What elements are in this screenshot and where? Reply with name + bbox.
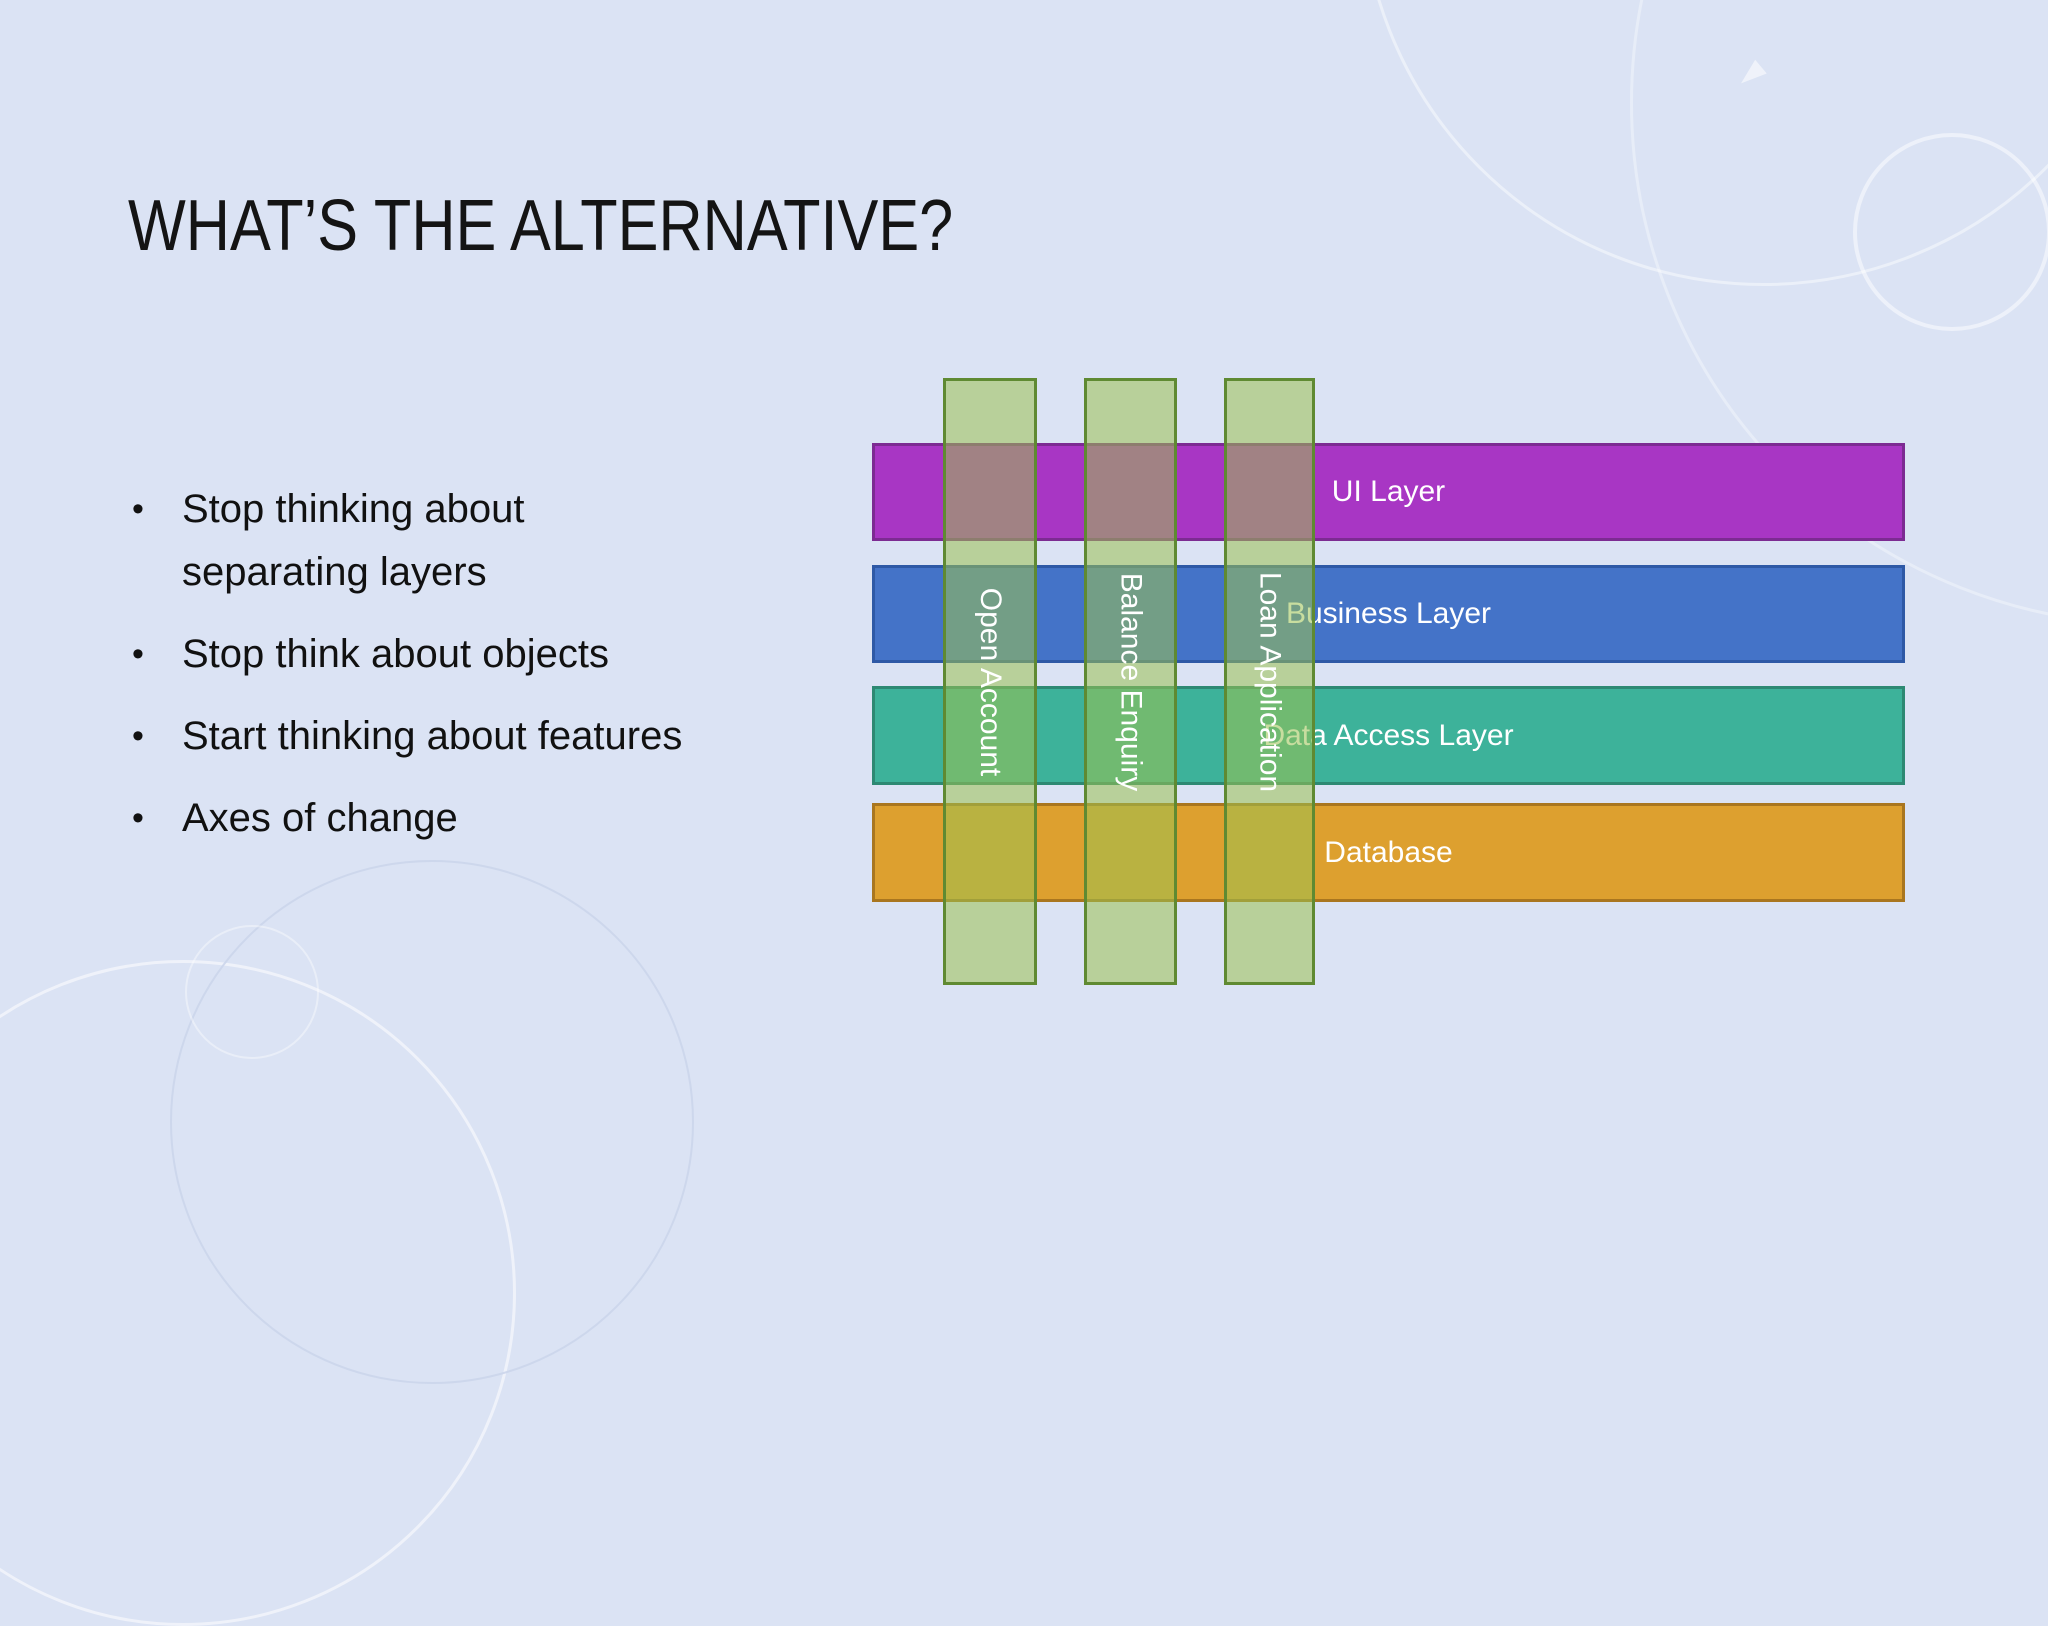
bullet-marker: • — [132, 490, 144, 528]
layer-bar-data-access: Data Access Layer — [872, 686, 1905, 785]
bullet-line: separating layers — [182, 550, 487, 594]
decorative-circle-bottom-left-large — [0, 960, 516, 1626]
decorative-circle-top-right-large — [1360, 0, 2048, 286]
bullet-marker: • — [132, 635, 144, 673]
decorative-triangle-top-right — [1735, 59, 1767, 91]
bullet-item-axes-of-change: • Axes of change — [132, 787, 832, 850]
layers-features-diagram: UI Layer Business Layer Data Access Laye… — [872, 378, 1905, 985]
bullet-line: Start thinking about features — [182, 714, 683, 758]
bullet-marker: • — [132, 717, 144, 755]
layer-bar-ui: UI Layer — [872, 443, 1905, 541]
layer-label-business: Business Layer — [1285, 597, 1492, 630]
layer-bar-business: Business Layer — [872, 565, 1905, 663]
decorative-ring-top-right — [1853, 133, 2048, 331]
bullet-list: • Stop thinking about separating layers … — [132, 478, 832, 869]
bullet-item-features: • Start thinking about features — [132, 705, 832, 768]
feature-bar-loan-application: Loan Application — [1224, 378, 1315, 985]
bullet-line: Axes of change — [182, 796, 458, 840]
bullet-text: Axes of change — [182, 787, 832, 850]
slide-title: WHAT’S THE ALTERNATIVE? — [128, 186, 954, 266]
layer-label-database: Database — [1324, 835, 1453, 869]
bullet-marker: • — [132, 799, 144, 837]
bullet-item-separating-layers: • Stop thinking about separating layers — [132, 478, 832, 604]
feature-bar-balance-enquiry: Balance Enquiry — [1084, 378, 1177, 985]
feature-bar-open-account: Open Account — [943, 378, 1037, 985]
feature-label-open-account: Open Account — [974, 587, 1007, 776]
layer-bar-database: Database — [872, 803, 1905, 902]
layer-label-ui: UI Layer — [1331, 475, 1446, 508]
bullet-line: Stop think about objects — [182, 632, 609, 676]
bullet-text: Stop think about objects — [182, 623, 832, 686]
feature-label-balance-enquiry: Balance Enquiry — [1114, 572, 1148, 791]
bullet-text: Stop thinking about separating layers — [182, 478, 832, 604]
bullet-text: Start thinking about features — [182, 705, 832, 768]
bullet-item-objects: • Stop think about objects — [132, 623, 832, 686]
decorative-circle-bottom-left-small — [185, 925, 319, 1059]
feature-label-loan-application: Loan Application — [1253, 571, 1287, 792]
bullet-line: Stop thinking about — [182, 487, 525, 531]
decorative-circle-bottom-left-mid — [170, 860, 694, 1384]
